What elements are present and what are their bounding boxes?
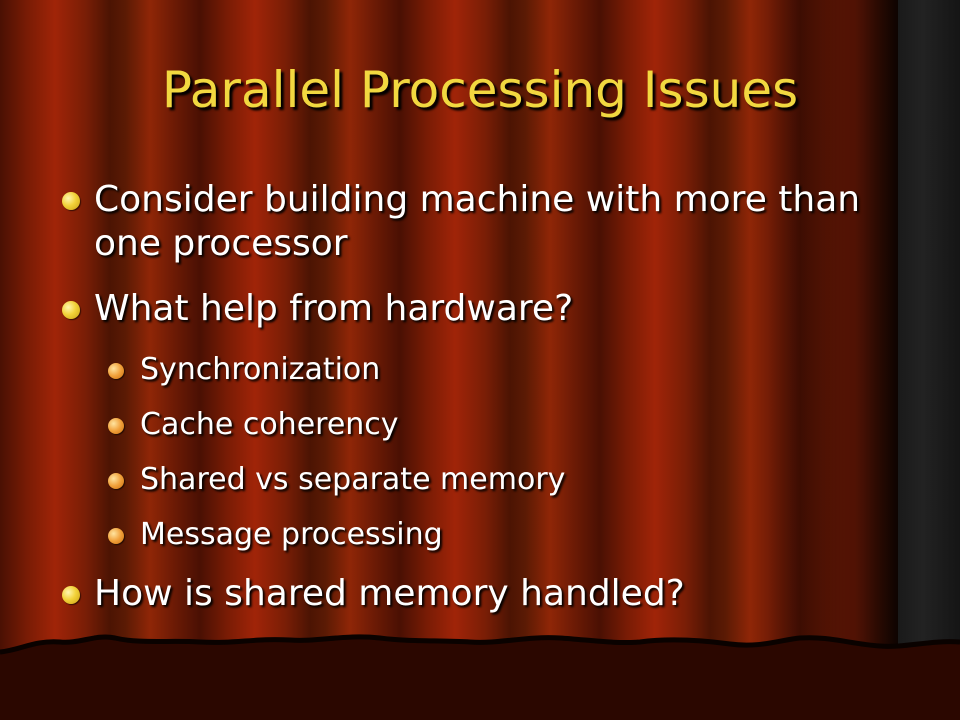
sub-bullet-item: Message processing	[104, 517, 918, 553]
bullet-item: How is shared memory handled?	[58, 572, 918, 616]
bullet-icon	[62, 586, 80, 604]
sub-bullet-item: Shared vs separate memory	[104, 462, 918, 498]
bullet-text: How is shared memory handled?	[94, 573, 685, 614]
sub-bullet-icon	[108, 473, 124, 489]
sub-bullet-text: Synchronization	[140, 352, 381, 387]
sub-bullet-text: Message processing	[140, 517, 443, 552]
bullet-text: Consider building machine with more than…	[94, 179, 861, 264]
sub-bullet-text: Cache coherency	[140, 407, 399, 442]
bullet-list: Consider building machine with more than…	[58, 178, 918, 637]
curtain-shadow-edge	[898, 0, 960, 720]
bullet-icon	[62, 192, 80, 210]
bullet-item: Consider building machine with more than…	[58, 178, 918, 266]
bullet-icon	[62, 301, 80, 319]
bullet-text: What help from hardware?	[94, 288, 574, 329]
sub-bullet-icon	[108, 418, 124, 434]
sub-bullet-item: Synchronization	[104, 352, 918, 388]
bullet-item: What help from hardware?	[58, 287, 918, 331]
sub-bullet-text: Shared vs separate memory	[140, 462, 566, 497]
sub-bullet-item: Cache coherency	[104, 407, 918, 443]
slide-title: Parallel Processing Issues	[161, 61, 799, 119]
curtain-fringe	[0, 634, 960, 720]
sub-bullet-icon	[108, 528, 124, 544]
sub-bullet-icon	[108, 363, 124, 379]
